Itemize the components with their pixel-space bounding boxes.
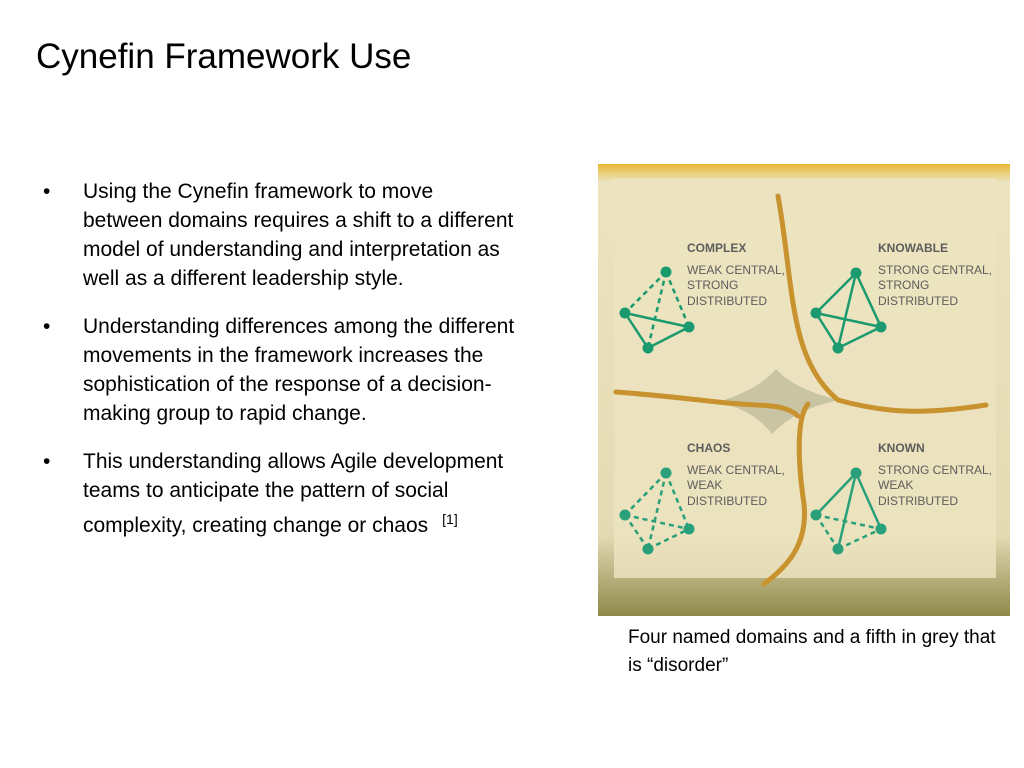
cynefin-diagram-svg: COMPLEX WEAK CENTRAL, STRONG DISTRIBUTED… [598, 164, 1010, 616]
domain-desc-knowable: STRONG CENTRAL, [878, 263, 992, 277]
boundary-top-curve [775, 193, 841, 403]
domain-name-knowable: KNOWABLE [878, 241, 948, 255]
bullet-item: Using the Cynefin framework to move betw… [36, 177, 516, 293]
domain-desc-complex: WEAK CENTRAL, [687, 263, 785, 277]
domain-desc-known: STRONG CENTRAL, [878, 463, 992, 477]
domain-name-complex: COMPLEX [687, 241, 746, 255]
figure-caption: Four named domains and a fifth in grey t… [628, 627, 996, 676]
domain-name-known: KNOWN [878, 441, 925, 455]
bullet-text: This understanding allows Agile developm… [83, 450, 504, 537]
network-icon [619, 467, 695, 555]
boundary-bottom-curve [761, 401, 811, 587]
boundary-right-curve [835, 397, 989, 414]
network-icon [619, 266, 695, 354]
network-icon [810, 267, 887, 354]
network-icon [810, 467, 887, 555]
bullet-text: Using the Cynefin framework to move betw… [83, 180, 514, 290]
domain-name-chaos: CHAOS [687, 441, 730, 455]
bullet-list: Using the Cynefin framework to move betw… [36, 177, 516, 559]
bullet-text: Understanding differences among the diff… [83, 315, 515, 425]
cynefin-diagram: COMPLEX WEAK CENTRAL, STRONG DISTRIBUTED… [598, 164, 1010, 616]
domain-desc-chaos: DISTRIBUTED [687, 494, 767, 508]
boundary-left-curve [613, 389, 801, 419]
disorder-region [718, 369, 838, 434]
bullet-item: Understanding differences among the diff… [36, 312, 516, 428]
slide-title: Cynefin Framework Use [36, 37, 412, 76]
bullet-item: This understanding allows Agile developm… [36, 447, 516, 540]
domain-desc-knowable: DISTRIBUTED [878, 294, 958, 308]
domain-desc-chaos: WEAK CENTRAL, [687, 463, 785, 477]
domain-desc-chaos: WEAK [687, 478, 722, 492]
citation-marker: [1] [442, 511, 458, 527]
domain-desc-complex: DISTRIBUTED [687, 294, 767, 308]
domain-desc-known: WEAK [878, 478, 913, 492]
domain-desc-knowable: STRONG [878, 278, 929, 292]
domain-desc-complex: STRONG [687, 278, 738, 292]
domain-desc-known: DISTRIBUTED [878, 494, 958, 508]
